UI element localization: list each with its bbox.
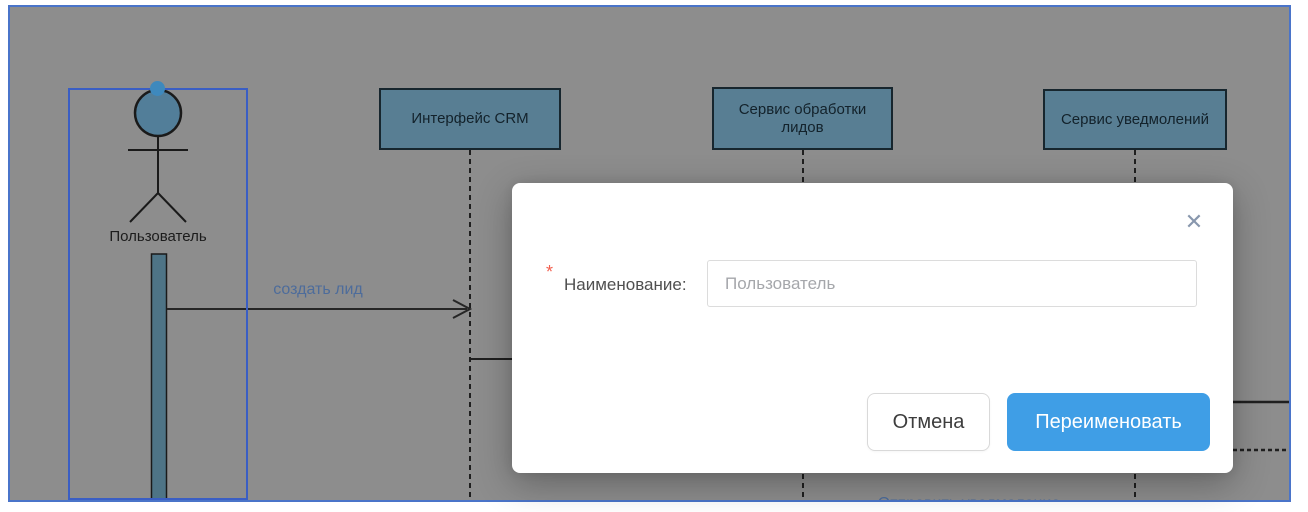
participant-lead-service[interactable]: Сервис обработки лидов xyxy=(712,87,893,150)
cancel-button[interactable]: Отмена xyxy=(867,393,990,451)
participant-label: Интерфейс CRM xyxy=(411,110,529,128)
required-asterisk: * xyxy=(546,262,554,282)
name-input[interactable] xyxy=(707,260,1197,307)
participant-label: Сервис уведмолений xyxy=(1060,110,1210,128)
close-icon[interactable]: ✕ xyxy=(1184,209,1204,234)
message-label-send-notification[interactable]: Отправить уведмоление xyxy=(819,495,1119,500)
participant-crm-interface[interactable]: Интерфейс CRM xyxy=(379,88,561,150)
rename-dialog: ✕ * Наименование: Отмена Переименовать xyxy=(512,183,1233,473)
rename-button[interactable]: Переименовать xyxy=(1007,393,1210,451)
activation-bar xyxy=(150,253,168,500)
participant-label: Сервис обработки лидов xyxy=(738,101,867,136)
selection-handle-dot[interactable] xyxy=(150,81,165,96)
actor-leg-left xyxy=(129,192,159,223)
actor-label[interactable]: Пользователь xyxy=(109,228,207,245)
name-field-label: Наименование: xyxy=(564,275,687,294)
actor-leg-right xyxy=(157,192,187,223)
participant-notification-service[interactable]: Сервис уведмолений xyxy=(1043,89,1227,150)
message-arrow-head xyxy=(452,299,473,319)
message-label-create-lead[interactable]: создать лид xyxy=(273,281,363,298)
